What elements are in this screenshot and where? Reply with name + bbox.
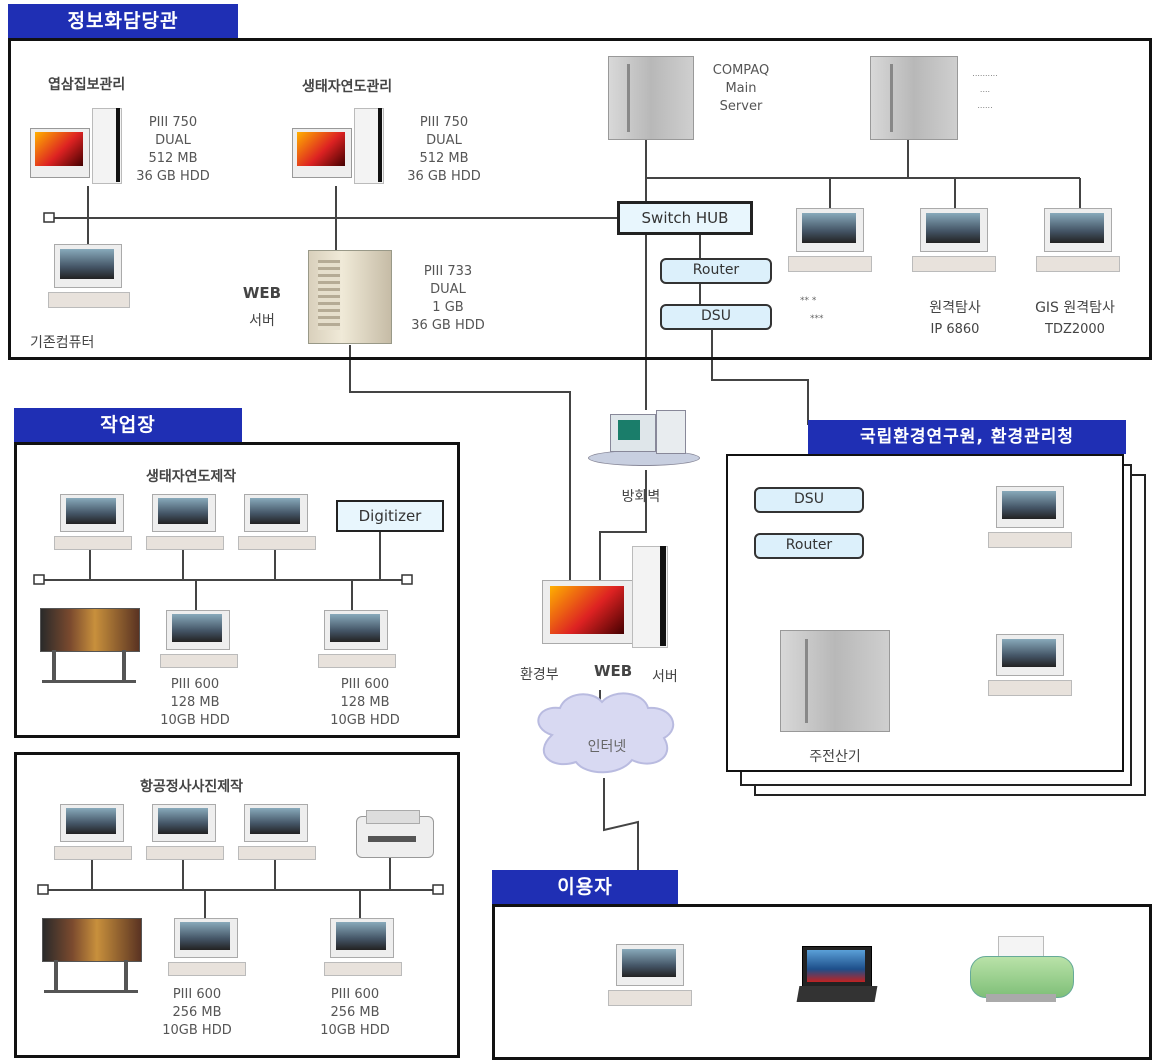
mainframe-label: 주전산기 xyxy=(809,749,861,765)
workshop-pc-1 xyxy=(54,494,132,550)
ws-small-label-2: *** xyxy=(810,314,824,324)
dsu-box: DSU xyxy=(660,304,772,330)
workstation-right-3 xyxy=(1036,208,1120,282)
aerial-pc-2 xyxy=(146,804,224,860)
user-printer-icon xyxy=(966,936,1076,1008)
workshop-box xyxy=(14,442,460,738)
digitizer-box: Digitizer xyxy=(336,500,444,532)
legacy-computer-label: 기존컴퓨터 xyxy=(30,335,95,351)
laser-printer-icon xyxy=(352,806,436,858)
info-office-box xyxy=(8,38,1152,360)
workstation-right-1 xyxy=(788,208,872,282)
internet-cloud xyxy=(537,692,675,774)
aerial-pc-4 xyxy=(168,918,246,976)
tab-info-office: 정보화담당관 xyxy=(8,4,238,38)
wetland-title: 엽삼집보관리 xyxy=(48,77,126,93)
aerial-title: 항공정사사진제작 xyxy=(140,779,244,795)
env-web-label-2: WEB xyxy=(594,662,633,680)
tab-workshop: 작업장 xyxy=(14,408,242,442)
eco-title: 생태자연도관리 xyxy=(302,79,393,95)
dsu-national xyxy=(711,328,809,425)
ws-small-label-1: ** * xyxy=(800,296,817,306)
internet-label: 인터넷 xyxy=(587,739,627,755)
firewall-env-link xyxy=(599,470,647,580)
workstation-pc2 xyxy=(292,108,408,184)
workshop-pc-5 xyxy=(318,610,396,668)
user-desktop-icon xyxy=(608,944,692,1014)
aerial-pc-5 xyxy=(324,918,402,976)
web-server-label: WEB xyxy=(242,284,282,302)
workstation-right-2 xyxy=(912,208,996,282)
workstation-pc1 xyxy=(30,108,146,184)
aerial-pc-3 xyxy=(238,804,316,860)
secondary-server-icon xyxy=(870,56,958,140)
tab-national: 국립환경연구원, 환경관리청 xyxy=(808,420,1126,454)
national-pc-1 xyxy=(988,486,1072,554)
web-server-icon xyxy=(308,246,392,344)
firewall-label: 방화벽 xyxy=(621,489,661,505)
tab-users: 이용자 xyxy=(492,870,678,904)
national-pc-2 xyxy=(988,634,1072,702)
gis-label: GIS 원격탐사 xyxy=(1035,300,1115,316)
env-web-server-icon xyxy=(542,540,678,650)
router-box: Router xyxy=(660,258,772,284)
national-router-box: Router xyxy=(754,533,864,559)
legacy-computer-icon xyxy=(48,244,130,314)
aerial-pc-1 xyxy=(54,804,132,860)
workshop-pc-3 xyxy=(238,494,316,550)
workshop-title: 생태자연도제작 xyxy=(146,469,237,485)
env-web-label-1: 환경부 xyxy=(520,667,559,683)
national-dsu-box: DSU xyxy=(754,487,864,513)
plotter-icon xyxy=(34,600,144,686)
compaq-server-icon xyxy=(608,56,694,140)
workshop-pc-4 xyxy=(160,610,238,668)
env-web-label-3: 서버 xyxy=(652,669,678,685)
user-laptop-icon xyxy=(796,946,878,1010)
switch-hub: Switch HUB xyxy=(617,201,753,235)
remote-sensing-label: 원격탐사 xyxy=(929,300,981,316)
mainframe-icon xyxy=(780,630,890,732)
secondary-server-label: .................... xyxy=(972,69,998,110)
aerial-plotter-icon xyxy=(36,910,146,996)
workshop-pc-2 xyxy=(146,494,224,550)
internet-users-link xyxy=(603,778,639,875)
web-env-link xyxy=(349,345,571,580)
firewall-icon xyxy=(588,410,706,470)
